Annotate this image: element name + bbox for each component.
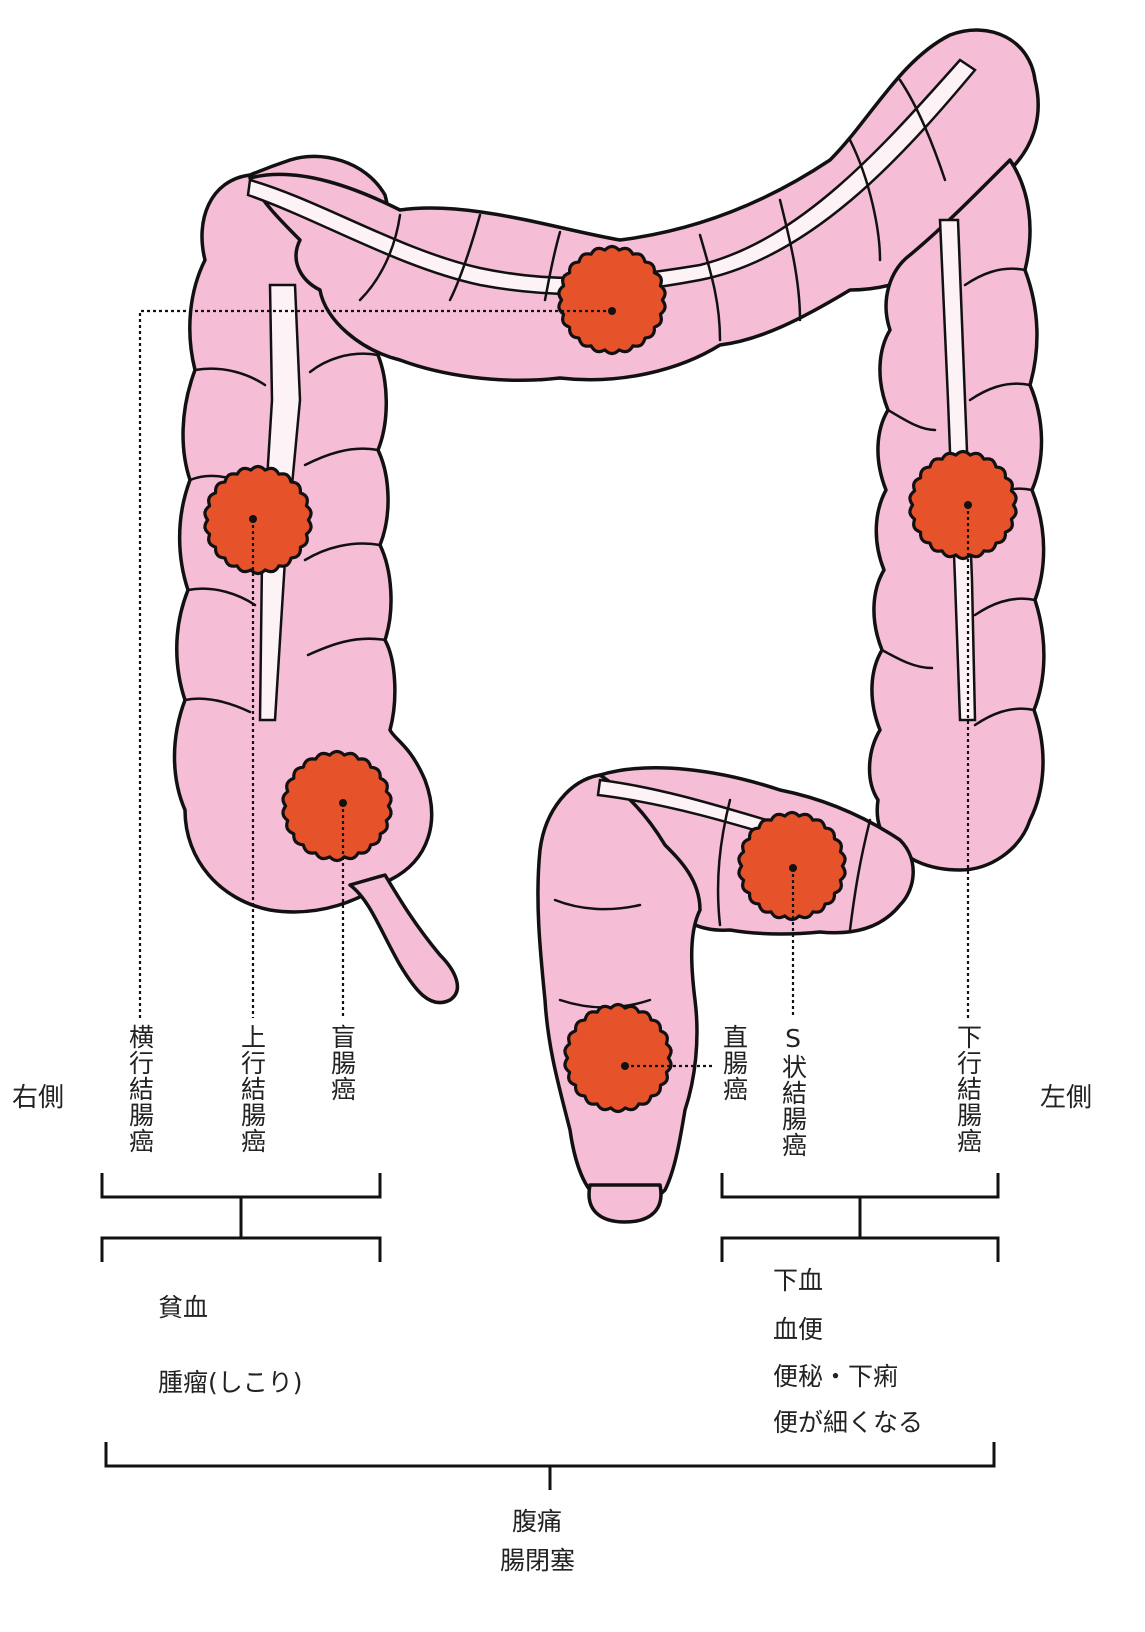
dot-ascending bbox=[249, 515, 257, 523]
symptoms-right: 貧血 腫瘤(しこり) bbox=[158, 1293, 303, 1397]
symptom-thin-stool: 便が細くなる bbox=[773, 1408, 923, 1437]
bracket-left-top bbox=[722, 1173, 998, 1238]
brackets bbox=[102, 1173, 998, 1490]
dot-transverse bbox=[608, 307, 616, 315]
bracket-right-bottom bbox=[102, 1238, 380, 1262]
symptom-abdominal-pain: 腹痛 bbox=[512, 1507, 562, 1536]
label-right-side: 右側 bbox=[12, 1083, 64, 1113]
bracket-right-top bbox=[102, 1173, 380, 1238]
tumor-descending bbox=[910, 451, 1016, 558]
symptom-melena: 下血 bbox=[773, 1266, 823, 1295]
tumor-transverse bbox=[559, 246, 665, 353]
symptom-constipation-diarrhea: 便秘・下痢 bbox=[773, 1362, 898, 1391]
tumor-ascending bbox=[205, 466, 311, 573]
label-transverse-colon-cancer: 横行結腸癌 bbox=[126, 1024, 155, 1154]
label-rectum-cancer: 直腸癌 bbox=[720, 1024, 749, 1102]
label-sigmoid-colon-cancer: S状結腸癌 bbox=[779, 1024, 808, 1158]
symptom-bloody-stool: 血便 bbox=[773, 1315, 823, 1344]
dot-descending bbox=[964, 501, 972, 509]
bracket-left-bottom bbox=[722, 1238, 998, 1262]
symptom-anemia: 貧血 bbox=[158, 1293, 208, 1322]
dot-rectum bbox=[621, 1062, 629, 1070]
anus bbox=[589, 1185, 661, 1222]
appendix bbox=[350, 875, 457, 1003]
dot-cecum bbox=[339, 799, 347, 807]
label-descending-colon-cancer: 下行結腸癌 bbox=[954, 1024, 983, 1154]
symptoms-common: 腹痛 腸閉塞 bbox=[500, 1507, 575, 1575]
symptoms-left: 下血 血便 便秘・下痢 便が細くなる bbox=[773, 1266, 923, 1437]
tumor-rectum bbox=[565, 1004, 671, 1111]
label-cecum-cancer: 盲腸癌 bbox=[328, 1024, 357, 1102]
symptom-mass: 腫瘤(しこり) bbox=[158, 1368, 303, 1397]
symptom-bowel-obstruction: 腸閉塞 bbox=[500, 1546, 575, 1575]
label-left-side: 左側 bbox=[1040, 1083, 1092, 1113]
label-ascending-colon-cancer: 上行結腸癌 bbox=[238, 1024, 267, 1154]
dot-sigmoid bbox=[789, 864, 797, 872]
tumor-cecum bbox=[283, 751, 391, 860]
bracket-common bbox=[106, 1442, 994, 1490]
